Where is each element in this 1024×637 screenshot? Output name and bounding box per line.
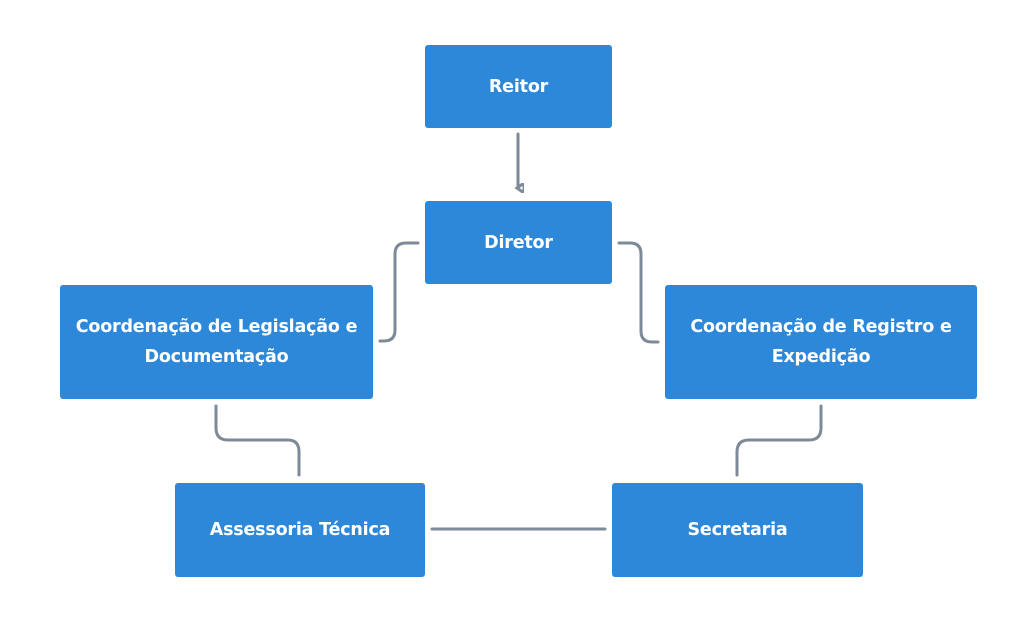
- node-reitor[interactable]: Reitor: [425, 45, 612, 128]
- node-coord-legislacao-label: Coordenação de Legislação e Documentação: [75, 317, 358, 367]
- edge-diretor-coord-registro: [617, 241, 660, 344]
- node-reitor-label: Reitor: [488, 76, 549, 97]
- node-coord-legislacao[interactable]: Coordenação de Legislação e Documentação: [60, 285, 373, 399]
- node-secretaria[interactable]: Secretaria: [612, 483, 863, 577]
- edge-coord-registro-secretaria: [735, 404, 823, 477]
- node-coord-registro[interactable]: Coordenação de Registro e Expedição: [665, 285, 977, 399]
- node-diretor[interactable]: Diretor: [425, 201, 612, 284]
- node-coord-registro-label: Coordenação de Registro e Expedição: [690, 317, 952, 367]
- node-diretor-label: Diretor: [484, 232, 553, 253]
- edge-diretor-coord-legislacao: [378, 241, 420, 343]
- node-assessoria-tecnica-label: Assessoria Técnica: [209, 520, 391, 540]
- node-secretaria-label: Secretaria: [687, 520, 788, 540]
- node-assessoria-tecnica[interactable]: Assessoria Técnica: [175, 483, 425, 577]
- edge-coord-legislacao-assessoria: [214, 404, 301, 477]
